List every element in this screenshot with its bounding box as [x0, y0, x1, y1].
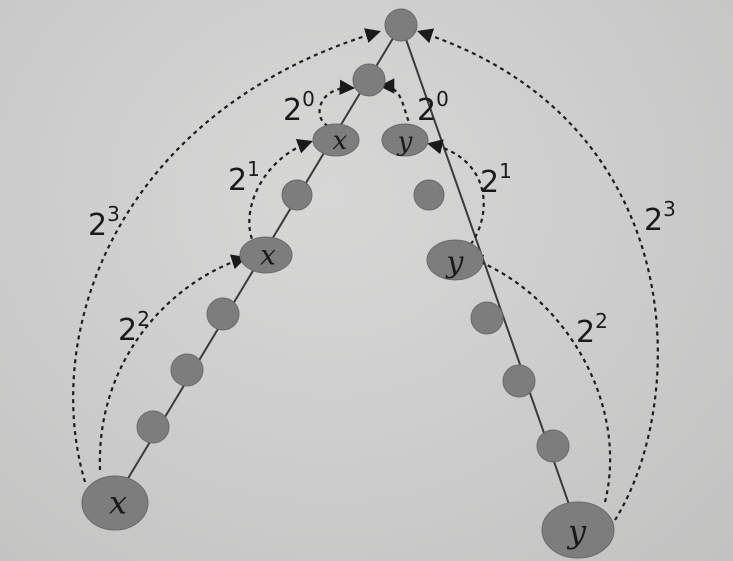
tree-nodes: [81, 8, 615, 559]
jump-distance-labels: 20 20 21 21 22 22 23 23: [88, 87, 676, 350]
label-x-level2: x: [260, 239, 276, 272]
label-y-level1: y: [397, 127, 413, 157]
exp-label-left-2-2: 22: [118, 307, 150, 348]
label-x-level1: x: [333, 126, 348, 156]
label-y-level2: y: [445, 245, 465, 280]
exp-label-right-2-3: 23: [644, 197, 676, 238]
exp-label-left-2-3: 23: [88, 202, 120, 243]
node-root: [384, 8, 418, 42]
node-right-b: [470, 301, 504, 335]
exp-label-right-2-1: 21: [480, 159, 512, 200]
exp-label-right-2-2: 22: [576, 309, 608, 350]
right-jumps: [378, 28, 659, 521]
node-left-x-level1: [312, 123, 360, 157]
node-left-x-level2: [239, 236, 293, 274]
node-right-y-level2: [426, 239, 484, 281]
node-left-c: [170, 353, 204, 387]
node-right-y-level1: [381, 123, 429, 157]
label-y-start: y: [566, 513, 587, 551]
node-right-d: [536, 429, 570, 463]
jump-left-2-3: [72, 28, 381, 483]
exp-label-left-2-0: 20: [283, 87, 315, 128]
exp-label-right-2-0: 20: [417, 87, 449, 128]
jump-right-2-2: [467, 254, 612, 503]
jump-left-2-1: [248, 138, 313, 247]
node-left-x-start: [81, 475, 149, 531]
node-right-a: [413, 179, 445, 211]
node-left-d: [136, 410, 170, 444]
node-left-b: [206, 297, 240, 331]
node-right-y-start: [541, 501, 615, 559]
exp-label-left-2-1: 21: [228, 157, 260, 198]
left-jumps: [72, 28, 381, 483]
node-labels: x x x y y y: [109, 126, 587, 551]
node-lca: [352, 63, 386, 97]
jump-left-2-2: [98, 254, 247, 471]
jump-right-2-0: [378, 78, 413, 129]
jump-right-2-3: [417, 28, 659, 521]
node-right-c: [502, 364, 536, 398]
jump-right-2-1: [426, 139, 485, 257]
label-x-start: x: [109, 484, 127, 522]
node-left-a: [281, 179, 313, 211]
jump-left-2-0: [318, 79, 356, 127]
